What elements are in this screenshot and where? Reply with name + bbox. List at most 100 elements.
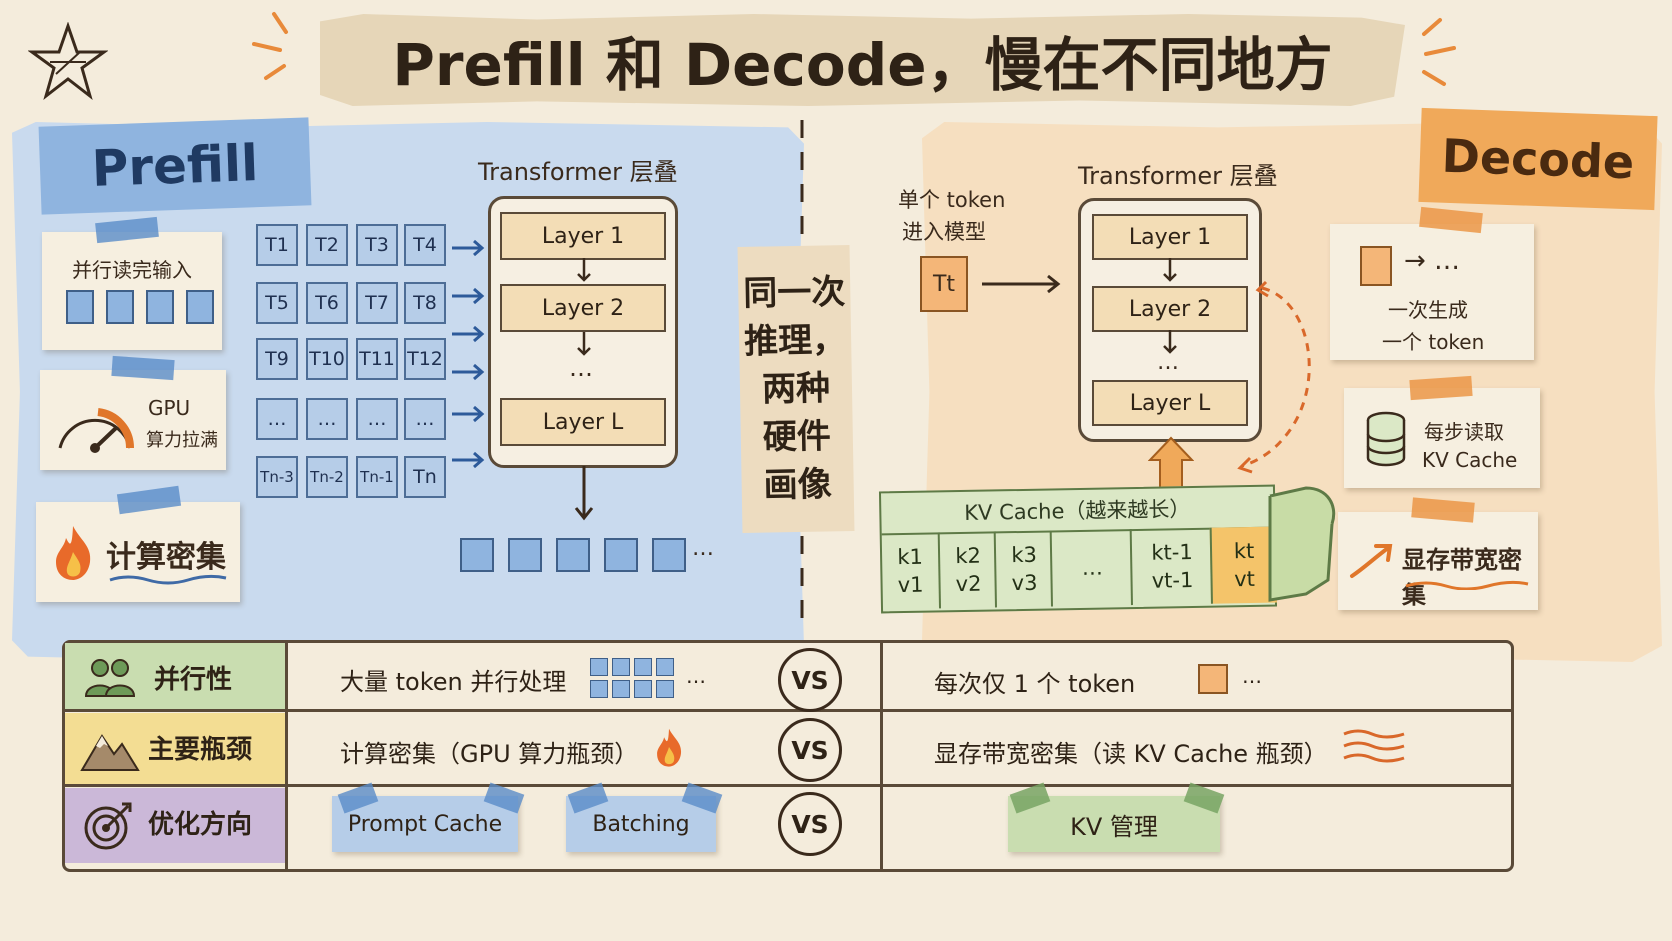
read-kv-sub-label: KV Cache	[1422, 448, 1518, 472]
mini-token-square	[634, 658, 652, 676]
token-tile: …	[306, 398, 348, 440]
col-divider	[880, 640, 883, 869]
bandwidth-label: 显存带宽密集	[1402, 546, 1522, 609]
kv-key: k3	[1011, 542, 1038, 568]
single-token-sub-label: 进入模型	[902, 220, 986, 244]
parallel-read-label: 并行读完输入	[72, 258, 192, 282]
prefill-layer-ellipsis: …	[569, 354, 593, 382]
kv-value: v2	[955, 571, 982, 597]
kv-cache-title: KV Cache（越来越长）	[964, 497, 1191, 525]
token-tile: T1	[256, 224, 298, 266]
kv-key: k1	[897, 544, 924, 570]
middle-note-line: 两种	[761, 368, 831, 410]
token-tile: T10	[306, 338, 348, 380]
vs-badge: VS	[778, 792, 842, 856]
token-tile: Tn-3	[256, 456, 298, 498]
token-tile: Tn	[404, 456, 446, 498]
token-tile: Tn-2	[306, 456, 348, 498]
decode-input-arrow	[982, 274, 1061, 294]
mini-token-square	[656, 680, 674, 698]
speedometer-icon	[58, 408, 135, 453]
row-divider	[62, 709, 1511, 712]
prefill-layer-2: Layer 2	[500, 284, 666, 332]
single-token-square	[1198, 664, 1228, 694]
tape	[111, 355, 175, 381]
one-token-sub-label: 一个 token	[1382, 330, 1485, 354]
token-tile: …	[404, 398, 446, 440]
token-tile: T8	[404, 282, 446, 324]
flame-icon	[657, 728, 682, 767]
decode-parallel-text: 每次仅 1 个 token	[934, 670, 1136, 698]
kv-value: vt-1	[1151, 567, 1194, 593]
output-square	[604, 538, 638, 572]
decode-tag: Decode	[1418, 107, 1658, 211]
one-token-card: → … 一次生成 一个 token	[1330, 224, 1534, 360]
sparkle-right-icon	[1422, 18, 1456, 86]
token-tile: T12	[404, 338, 446, 380]
input-token-tt: Tt	[920, 256, 968, 312]
token-tile: …	[356, 398, 398, 440]
decode-layer-ellipsis: …	[1157, 350, 1179, 375]
prefill-parallel-ellipsis: …	[686, 664, 706, 688]
people-icon	[84, 659, 136, 697]
kv-scroll-roll-icon	[1268, 486, 1336, 602]
input-arrows	[452, 239, 485, 469]
wave-underline	[109, 574, 227, 585]
page-title: Prefill 和 Decode，慢在不同地方	[392, 31, 1333, 99]
vs-badge: VS	[778, 648, 842, 712]
read-kv-card: 每步读取 KV Cache	[1344, 388, 1540, 488]
target-icon	[84, 802, 132, 850]
sparkle-left-icon	[252, 12, 288, 80]
output-square	[652, 538, 686, 572]
bandwidth-card: 显存带宽密集	[1338, 512, 1538, 610]
prefill-layer-1: Layer 1	[500, 212, 666, 260]
one-token-arrow: → …	[1404, 246, 1461, 276]
token-tile: T6	[306, 282, 348, 324]
mini-token-square	[590, 680, 608, 698]
decode-layer-2: Layer 2	[1092, 286, 1248, 332]
database-icon	[1366, 411, 1406, 467]
output-square	[556, 538, 590, 572]
gpu-sub-label: 算力拉满	[146, 430, 218, 451]
row-label-text: 主要瓶颈	[148, 734, 253, 765]
kv-key: kt-1	[1151, 539, 1193, 565]
decode-stack-title: Transformer 层叠	[1078, 162, 1278, 190]
title-banner	[320, 14, 1405, 106]
compute-label: 计算密集	[106, 540, 226, 575]
token-tile: Tn-1	[356, 456, 398, 498]
middle-note-line: 同一次	[742, 272, 846, 314]
token-doc-icon	[1360, 246, 1392, 286]
doc-icon	[66, 290, 94, 324]
compute-card: 计算密集	[36, 502, 240, 602]
mini-token-square	[656, 658, 674, 676]
read-kv-label: 每步读取	[1424, 420, 1504, 444]
kv-cell: …	[1049, 529, 1133, 607]
output-square	[508, 538, 542, 572]
trend-up-icon	[1350, 544, 1393, 578]
prefill-stack-arrows	[574, 258, 594, 521]
heat-waves-icon	[1343, 729, 1405, 763]
kv-management-note: KV 管理	[1008, 796, 1220, 852]
middle-note-line: 硬件	[762, 416, 832, 458]
kv-value: v1	[897, 572, 924, 598]
feedback-dashed-arrow	[1237, 280, 1311, 474]
kv-value: vt	[1233, 566, 1256, 592]
middle-note: 同一次 推理， 两种 硬件 画像	[737, 245, 855, 533]
mini-token-square	[612, 680, 630, 698]
token-tile: T9	[256, 338, 298, 380]
token-tile: T5	[256, 282, 298, 324]
row-label-parallel: 并行性	[62, 641, 334, 713]
mini-token-square	[612, 658, 630, 676]
row-label-text: 优化方向	[148, 809, 253, 840]
prefill-parallel-text: 大量 token 并行处理	[340, 668, 567, 696]
kv-key: k2	[955, 543, 982, 569]
doc-icon	[186, 290, 214, 324]
row-label-bottleneck: 主要瓶颈	[62, 711, 328, 783]
output-ellipsis: …	[692, 536, 714, 561]
decode-parallel-ellipsis: …	[1242, 664, 1262, 688]
